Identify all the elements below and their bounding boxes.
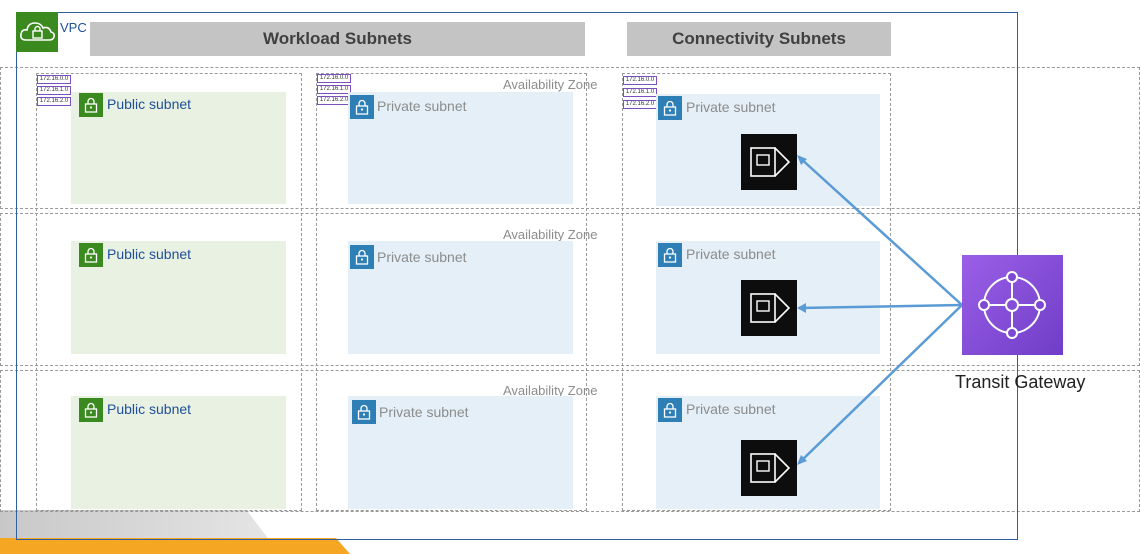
workload-subnets-header: Workload Subnets: [90, 22, 585, 56]
private-subnet-column: [316, 73, 587, 511]
vpc-label: VPC: [60, 20, 87, 35]
cidr-tag: 172.16.0.0: [317, 74, 351, 83]
public-subnet-label: Public subnet: [107, 401, 192, 417]
lock-icon: [658, 96, 682, 120]
public-subnet-label: Public subnet: [107, 246, 192, 262]
lock-icon: [79, 243, 103, 267]
cidr-tag: 172.16.1.0: [37, 86, 71, 95]
availability-zone-label-3: Availability Zone: [503, 383, 598, 398]
private-subnet-workload-3: [348, 396, 573, 509]
public-subnet-1: [71, 92, 286, 204]
slide-accent-orange: [0, 538, 350, 554]
private-subnet-workload-1: [348, 92, 573, 204]
connectivity-subnet-column: [622, 73, 891, 511]
cidr-tag: 172.16.1.0: [317, 85, 351, 94]
lock-icon: [79, 398, 103, 422]
private-subnet-label: Private subnet: [686, 246, 776, 262]
private-subnet-label: Private subnet: [379, 404, 469, 420]
transit-gateway-label: Transit Gateway: [955, 372, 1086, 392]
private-subnet-label: Private subnet: [377, 98, 467, 114]
tgw-connector-1: [798, 156, 963, 306]
transit-gateway-icon: [962, 255, 1063, 355]
public-subnet-label: Public subnet: [107, 96, 192, 112]
cloud-lock-icon: [16, 12, 58, 52]
lock-icon: [658, 398, 682, 422]
vpn-attachment-icon: [741, 440, 797, 496]
cidr-tag: 172.16.0.0: [37, 75, 71, 84]
private-subnet-label: Private subnet: [377, 249, 467, 265]
public-subnet-3: [71, 396, 286, 509]
tgw-connector-2: [798, 303, 963, 310]
lock-icon: [79, 93, 103, 117]
lock-icon: [658, 243, 682, 267]
tgw-connector-3: [798, 304, 963, 464]
private-subnet-label: Private subnet: [686, 401, 776, 417]
private-subnet-label: Private subnet: [686, 99, 776, 115]
availability-zone-label-2: Availability Zone: [503, 227, 598, 242]
lock-icon: [350, 95, 374, 119]
cidr-tag: 172.16.1.0: [623, 88, 657, 97]
public-subnet-column: [36, 73, 302, 511]
private-subnet-workload-2: [348, 241, 573, 354]
cidr-tag: 172.16.2.0: [37, 97, 71, 106]
connectivity-subnets-header: Connectivity Subnets: [627, 22, 891, 56]
cidr-tag: 172.16.0.0: [623, 76, 657, 85]
availability-zone-label-1: Availability Zone: [503, 77, 598, 92]
vpn-attachment-icon: [741, 280, 797, 336]
lock-icon: [350, 245, 374, 269]
public-subnet-2: [71, 241, 286, 354]
vpn-attachment-icon: [741, 134, 797, 190]
lock-icon: [352, 400, 376, 424]
